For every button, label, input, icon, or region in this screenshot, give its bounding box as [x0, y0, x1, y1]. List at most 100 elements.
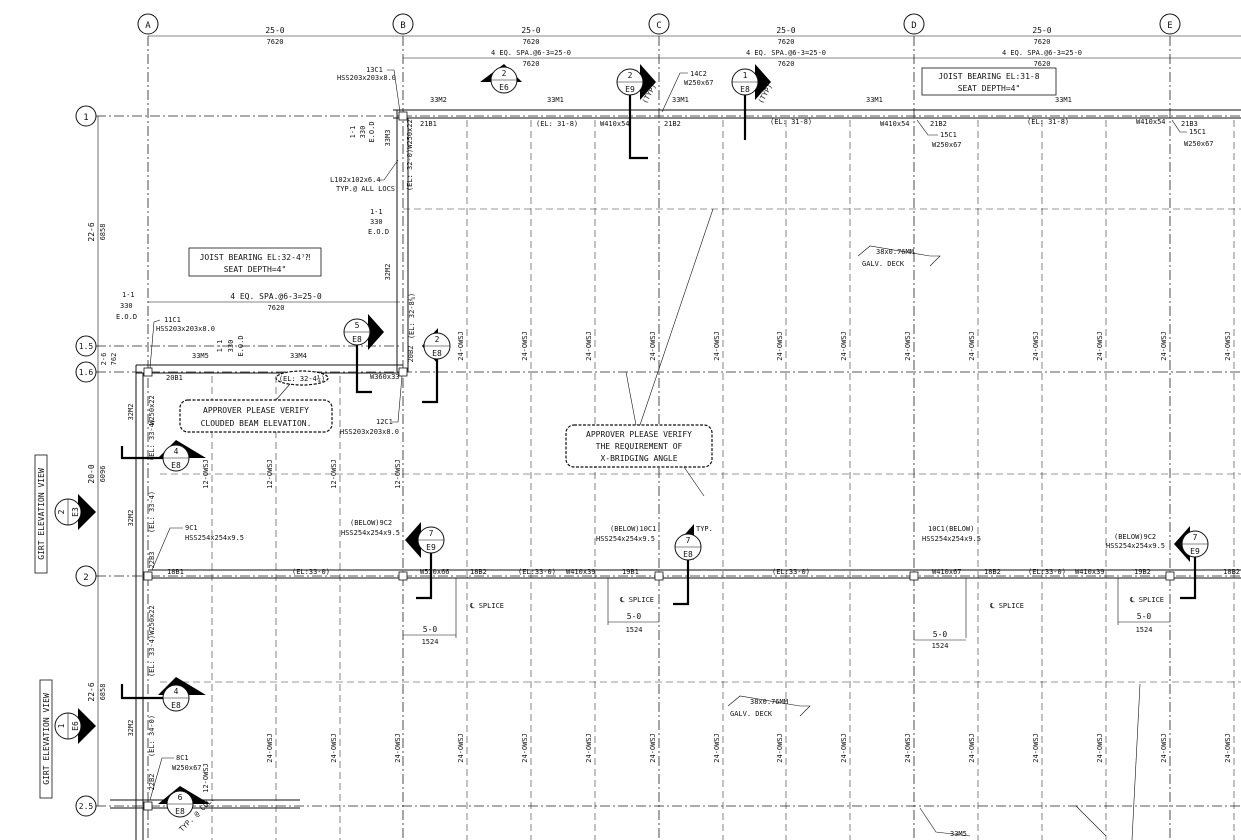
svg-text:HSS254x254x9.5: HSS254x254x9.5 [922, 535, 981, 543]
svg-text:E8: E8 [175, 807, 185, 816]
svg-text:20-0: 20-0 [87, 464, 96, 483]
svg-text:33M5: 33M5 [950, 830, 967, 838]
svg-text:1-1: 1-1 [349, 126, 357, 139]
svg-text:22B3: 22B3 [148, 552, 156, 569]
joist-bearing-note-2: JOIST BEARING EL:32-4⁷⁈ SEAT DEPTH=4" [188, 247, 322, 277]
grid-label-a: A [145, 21, 151, 31]
detail-bubble-2-e9: 2 E9 (TYP) [616, 64, 658, 160]
svg-text:24-OWSJ: 24-OWSJ [1160, 733, 1168, 763]
deck-callout-2: 38x0.76MM GALV. DECK [727, 695, 811, 718]
svg-text:1524: 1524 [1136, 626, 1153, 634]
svg-text:E9: E9 [625, 85, 635, 94]
detail-bubble-2-e6: 2 E6 [480, 64, 522, 94]
girt-elevation-label-1: GIRT ELEVATION VIEW [34, 454, 48, 574]
svg-text:TYP.@ ALL LOCS.: TYP.@ ALL LOCS. [336, 185, 399, 193]
svg-text:7: 7 [686, 536, 691, 545]
svg-text:HSS203x203x8.0: HSS203x203x8.0 [337, 74, 396, 82]
svg-text:15C1: 15C1 [1189, 128, 1206, 136]
svg-text:24-OWSJ: 24-OWSJ [1224, 331, 1232, 361]
svg-text:W410x54: W410x54 [1136, 118, 1166, 126]
svg-text:12-OWSJ: 12-OWSJ [330, 459, 338, 489]
svg-text:X-BRIDGING ANGLE: X-BRIDGING ANGLE [600, 454, 677, 463]
svg-text:24-OWSJ: 24-OWSJ [521, 331, 529, 361]
grid-label-b: B [400, 21, 405, 31]
svg-text:24-OWSJ: 24-OWSJ [1096, 331, 1104, 361]
detail-bubble-7-e8: 7 E8 TYP. [673, 524, 713, 606]
svg-text:(EL: 32-0): (EL: 32-0) [406, 149, 414, 191]
columns [143, 111, 1175, 811]
svg-text:8C1: 8C1 [176, 754, 189, 762]
bottom-misc: 33M5 [919, 683, 1141, 840]
svg-text:24-OWSJ: 24-OWSJ [394, 733, 402, 763]
svg-text:HSS203x203x8.0: HSS203x203x8.0 [156, 325, 215, 333]
svg-text:22-6: 22-6 [87, 682, 96, 701]
svg-text:18B1: 18B1 [167, 568, 184, 576]
svg-text:21B3: 21B3 [1181, 120, 1198, 128]
svg-text:24-OWSJ: 24-OWSJ [585, 733, 593, 763]
svg-text:GIRT ELEVATION VIEW: GIRT ELEVATION VIEW [37, 468, 46, 560]
svg-text:7620: 7620 [778, 60, 795, 68]
approver-note-x-bridging: APPROVER PLEASE VERIFY THE REQUIREMENT O… [565, 208, 714, 497]
svg-text:13C1: 13C1 [366, 66, 383, 74]
splice-callouts: ℄ SPLICE 5-0 1524 ℄ SPLICE 5-0 1524 ℄ SP… [403, 578, 1170, 650]
svg-text:24-OWSJ: 24-OWSJ [968, 331, 976, 361]
grid-label-d: D [911, 21, 916, 31]
svg-text:(EL: 33-4): (EL: 33-4) [148, 419, 156, 461]
svg-text:TYP.: TYP. [696, 525, 713, 533]
detail-bubble-2-e3: 2 E3 [54, 494, 96, 530]
svg-text:(EL: 33-4): (EL: 33-4) [148, 635, 156, 677]
svg-text:E9: E9 [1190, 547, 1200, 556]
svg-text:CLOUDED BEAM ELEVATION.: CLOUDED BEAM ELEVATION. [201, 419, 312, 428]
svg-text:20B2: 20B2 [407, 346, 415, 363]
svg-text:GALV. DECK: GALV. DECK [862, 260, 905, 268]
column-grid-bubbles: A B C D E [137, 13, 1181, 35]
svg-text:18B2: 18B2 [470, 568, 487, 576]
detail-bubble-1-e6: 1 E6 [54, 708, 96, 744]
grid-label-2: 2 [83, 573, 88, 583]
svg-text:762: 762 [110, 353, 118, 366]
svg-text:E8: E8 [352, 335, 362, 344]
svg-text:9C1: 9C1 [185, 524, 198, 532]
svg-text:12-OWSJ: 12-OWSJ [202, 763, 210, 793]
left-dimensions: 22-6 6858 2-6 762 20-0 6096 22-6 6858 [87, 116, 118, 806]
svg-text:24-OWSJ: 24-OWSJ [713, 331, 721, 361]
svg-text:4 EQ. SPA.@6-3=25-0: 4 EQ. SPA.@6-3=25-0 [230, 292, 322, 301]
girt-elevation-label-2: GIRT ELEVATION VIEW [39, 679, 53, 799]
svg-text:25-0: 25-0 [521, 26, 540, 35]
misc-labels: L102x102x6.4 TYP.@ ALL LOCS. 1-1 330 E.O… [116, 119, 1240, 801]
svg-text:24-OWSJ: 24-OWSJ [713, 733, 721, 763]
svg-text:W250x22: W250x22 [148, 605, 156, 635]
svg-text:(EL:33-0): (EL:33-0) [1028, 568, 1066, 576]
svg-text:19B1: 19B1 [622, 568, 639, 576]
svg-text:33M4: 33M4 [290, 352, 307, 360]
svg-text:E8: E8 [683, 550, 693, 559]
svg-text:THE REQUIREMENT OF: THE REQUIREMENT OF [596, 442, 683, 451]
svg-text:7: 7 [429, 529, 434, 538]
svg-text:4 EQ. SPA.@6-3=25-0: 4 EQ. SPA.@6-3=25-0 [746, 49, 826, 57]
detail-bubble-1-e8: 1 E8 (TYP) [731, 64, 774, 140]
svg-text:7620: 7620 [267, 38, 284, 46]
detail-bubble-7-e9-a: 7 E9 [405, 522, 445, 600]
owsj-labels: 24-OWSJ 24-OWSJ 24-OWSJ 24-OWSJ 24-OWSJ … [202, 331, 1232, 793]
svg-text:38x0.76MM: 38x0.76MM [876, 248, 914, 256]
svg-text:21B1: 21B1 [420, 120, 437, 128]
svg-text:22-6: 22-6 [87, 222, 96, 241]
svg-text:24-OWSJ: 24-OWSJ [1032, 733, 1040, 763]
svg-text:W250x22: W250x22 [406, 119, 414, 149]
svg-text:(EL: 32-8⅔): (EL: 32-8⅔) [408, 293, 416, 339]
svg-text:5: 5 [355, 321, 360, 330]
row-grid-bubbles: 1 1.5 1.6 2 2.5 [75, 105, 97, 817]
svg-text:24-OWSJ: 24-OWSJ [1096, 733, 1104, 763]
svg-text:2: 2 [57, 509, 66, 514]
svg-text:24-OWSJ: 24-OWSJ [904, 733, 912, 763]
svg-text:6096: 6096 [99, 466, 107, 483]
svg-text:7620: 7620 [1034, 60, 1051, 68]
svg-text:24-OWSJ: 24-OWSJ [457, 331, 465, 361]
svg-text:APPROVER PLEASE VERIFY: APPROVER PLEASE VERIFY [203, 406, 309, 415]
svg-text:33M2: 33M2 [430, 96, 447, 104]
svg-text:12-OWSJ: 12-OWSJ [394, 459, 402, 489]
svg-text:10C1(BELOW): 10C1(BELOW) [928, 525, 974, 533]
svg-text:24-OWSJ: 24-OWSJ [649, 331, 657, 361]
detail-bubble-2-e8: 2 E8 [422, 328, 451, 404]
